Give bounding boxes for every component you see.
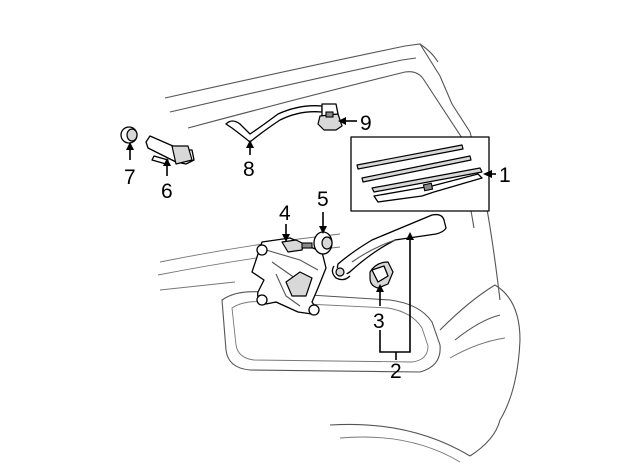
part-8-washer-hose (225, 105, 323, 143)
part-9-check-valve (317, 103, 343, 131)
part-3-arm-cover (369, 261, 394, 289)
part-4-wiper-motor (251, 237, 327, 316)
callout-3: 3 (373, 310, 385, 333)
leader-lines (129, 120, 496, 360)
callout-5: 5 (317, 188, 329, 211)
callout-labels: 1 2 3 4 5 6 7 8 9 (124, 112, 511, 383)
callout-1: 1 (499, 164, 511, 187)
callout-7: 7 (124, 166, 136, 189)
liftgate-outline (157, 43, 521, 463)
part-5-grommet (313, 231, 333, 255)
part-7-cap (120, 126, 138, 144)
callout-4: 4 (279, 202, 291, 225)
callout-8: 8 (243, 158, 255, 181)
leader-arrowheads (126, 117, 492, 292)
part-6-washer-nozzle (145, 135, 195, 165)
part-2-wiper-arm (331, 213, 447, 281)
callout-2: 2 (390, 360, 402, 383)
part-1-wiper-blade-assembly (350, 136, 490, 212)
callout-6: 6 (161, 180, 173, 203)
callout-9: 9 (360, 112, 372, 135)
